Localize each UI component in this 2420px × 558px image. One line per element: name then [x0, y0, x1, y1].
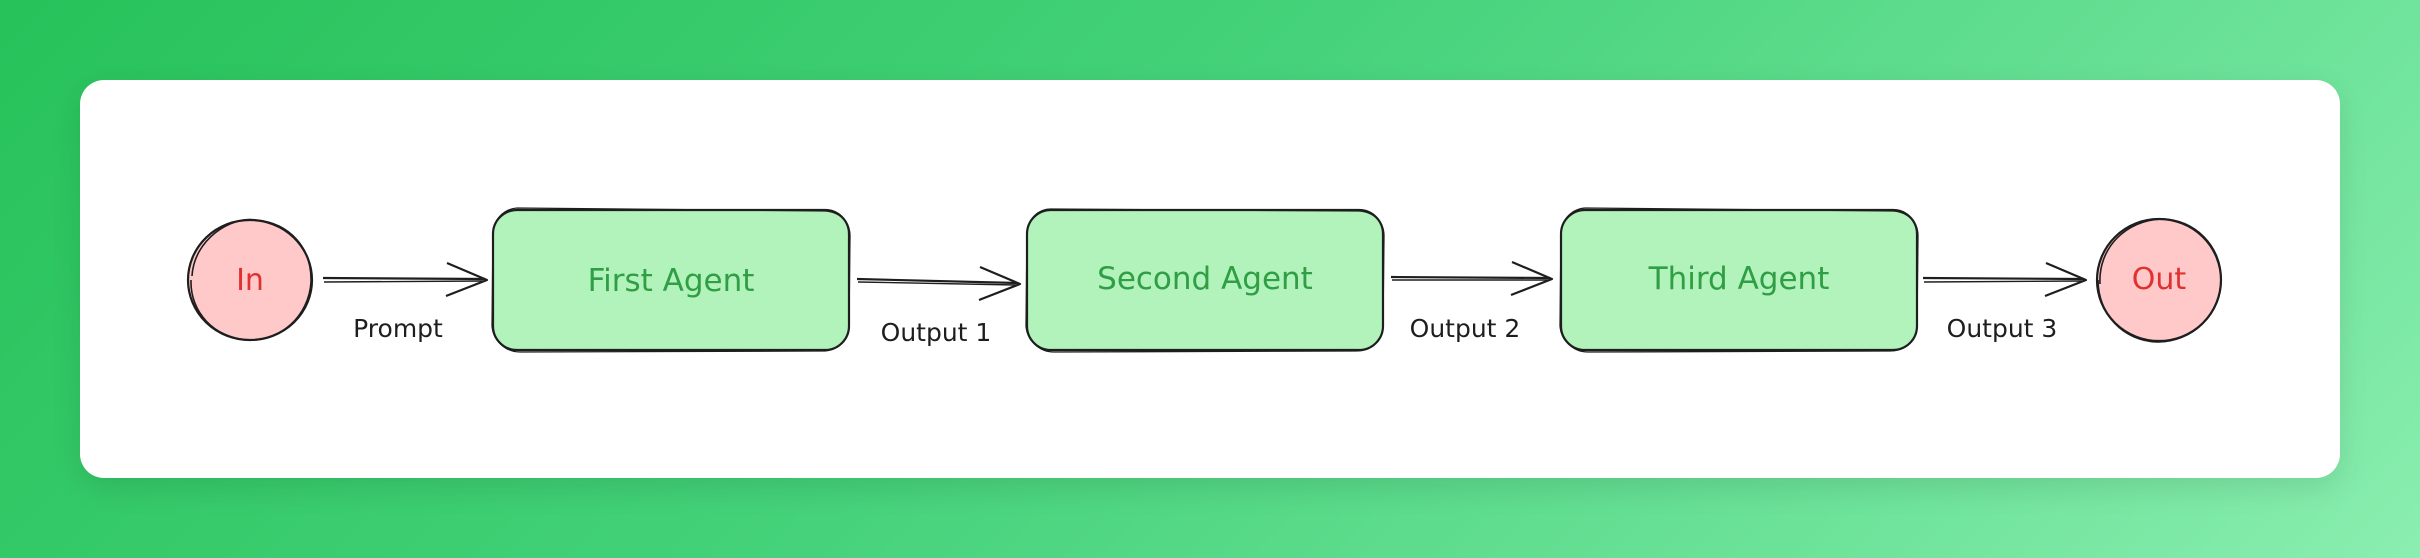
- diagram-card: In Prompt First Agent Output 1 Second Ag…: [80, 80, 2340, 478]
- agent-node-third[interactable]: Third Agent: [1559, 207, 1919, 353]
- end-node-label: Out: [2132, 262, 2187, 297]
- edge-label-output-1: Output 1: [881, 318, 992, 347]
- start-node-label: In: [236, 263, 264, 298]
- start-node[interactable]: In: [186, 218, 314, 342]
- agent-node-first[interactable]: First Agent: [491, 207, 851, 353]
- agent-label-second: Second Agent: [1097, 261, 1313, 297]
- flow-diagram: In Prompt First Agent Output 1 Second Ag…: [186, 207, 2223, 353]
- agent-label-third: Third Agent: [1648, 261, 1830, 297]
- end-node[interactable]: Out: [2095, 217, 2223, 343]
- edge-label-output-2: Output 2: [1410, 314, 1521, 343]
- edge-output-3: Output 3: [1922, 261, 2088, 343]
- agent-label-first: First Agent: [588, 263, 755, 299]
- edge-output-1: Output 1: [856, 265, 1022, 347]
- edge-label-prompt: Prompt: [353, 314, 443, 343]
- agent-node-second[interactable]: Second Agent: [1025, 208, 1385, 353]
- edge-prompt: Prompt: [322, 261, 489, 343]
- edge-label-output-3: Output 3: [1947, 314, 2058, 343]
- edge-output-2: Output 2: [1390, 260, 1554, 343]
